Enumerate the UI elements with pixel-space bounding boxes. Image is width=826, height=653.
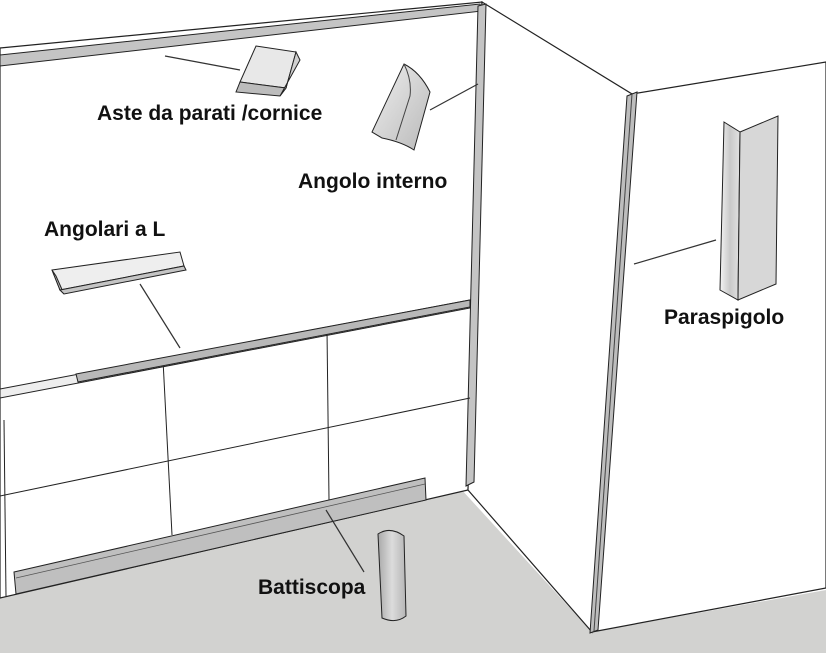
panel-divider-1 bbox=[162, 359, 173, 536]
leader-lines bbox=[139, 55, 717, 573]
panel-divider-0 bbox=[3, 419, 7, 597]
leader-battiscopa bbox=[325, 509, 365, 573]
leader-angolari bbox=[139, 283, 181, 349]
label-angolo-interno: Angolo interno bbox=[298, 170, 448, 193]
label-aste: Aste da parati /cornice bbox=[97, 102, 323, 125]
leader-paraspigolo bbox=[633, 239, 717, 265]
leader-angolo bbox=[429, 83, 479, 111]
leader-aste bbox=[164, 55, 241, 71]
label-angolari: Angolari a L bbox=[44, 218, 166, 241]
label-paraspigolo: Paraspigolo bbox=[664, 306, 785, 329]
corner-guard-detail bbox=[719, 115, 779, 301]
crown-molding-detail bbox=[235, 45, 301, 97]
corner-edge-line bbox=[593, 93, 633, 632]
floor bbox=[0, 488, 826, 653]
inner-corner-detail bbox=[371, 63, 431, 151]
panel-middle-line bbox=[0, 397, 471, 497]
skirting-board bbox=[13, 477, 427, 595]
inner-corner-profile bbox=[465, 3, 487, 487]
l-angle-detail bbox=[51, 251, 187, 295]
label-battiscopa: Battiscopa bbox=[258, 576, 366, 599]
l-angle-profile-installed bbox=[75, 299, 471, 383]
skirting-detail bbox=[377, 530, 407, 622]
panel-divider-2 bbox=[326, 329, 330, 501]
skirting-line bbox=[15, 483, 426, 579]
